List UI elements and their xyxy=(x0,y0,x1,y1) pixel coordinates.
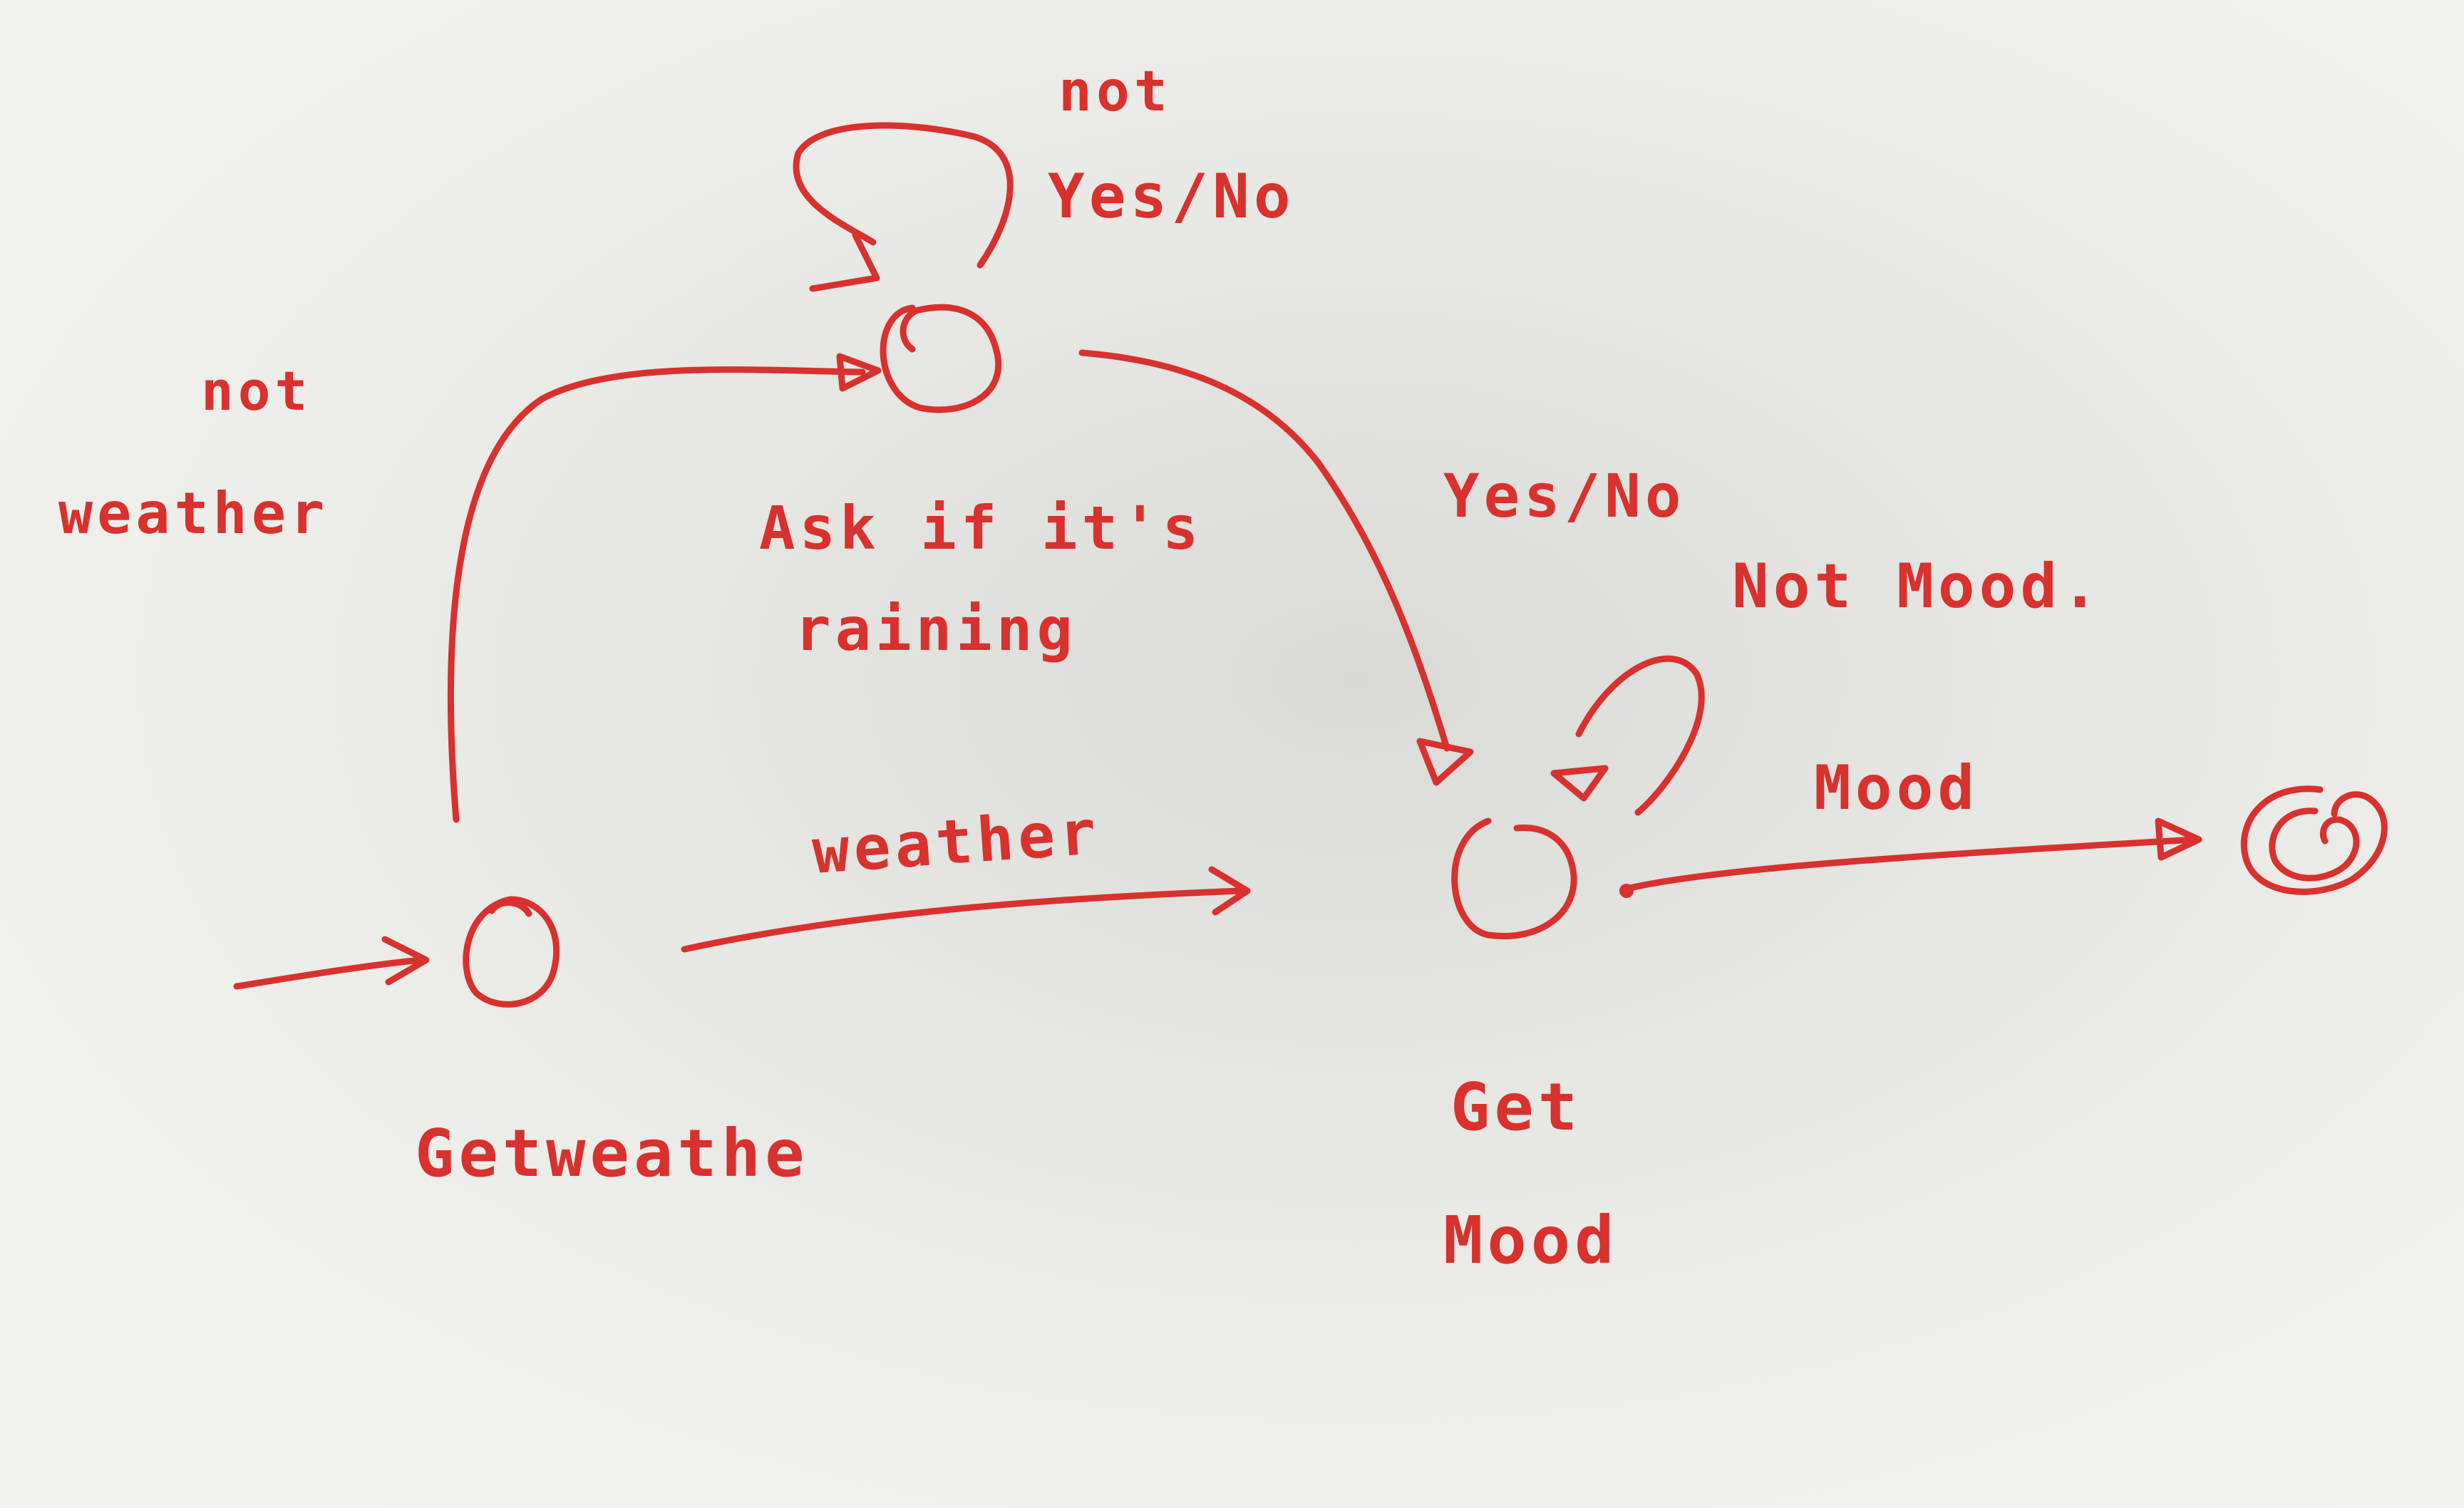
label-not-weather-line2: weather xyxy=(58,480,329,547)
label-not-yes-no-line2: Yes/No xyxy=(1048,161,1295,232)
label-ask-raining-line1: Ask if it's xyxy=(759,493,1202,563)
label-not-yes-no-line1: not xyxy=(1058,60,1172,124)
label-not-mood: Not Mood. xyxy=(1732,551,2103,622)
label-get-mood-line1: Get xyxy=(1450,1069,1582,1145)
yes-no-transition-arrow xyxy=(1078,349,1474,786)
mood-transition-arrow xyxy=(1619,817,2202,898)
weather-transition-arrow xyxy=(681,866,1251,953)
label-weather: weather xyxy=(810,797,1102,888)
state-final xyxy=(2240,785,2388,895)
label-mood: Mood xyxy=(1814,753,1979,824)
label-ask-raining-line2: raining xyxy=(795,594,1077,664)
label-get-weather: Getweathe xyxy=(415,1115,809,1192)
state-ask-raining xyxy=(880,304,1002,413)
state-get-weather xyxy=(463,896,560,1008)
start-arrow xyxy=(233,936,430,990)
not-yes-no-self-loop xyxy=(793,122,1014,292)
not-weather-transition-arrow xyxy=(447,353,882,823)
not-mood-self-loop xyxy=(1550,655,1705,816)
label-get-mood-line2: Mood xyxy=(1443,1202,1619,1279)
state-get-mood xyxy=(1451,817,1577,939)
label-yes-no: Yes/No xyxy=(1443,461,1685,531)
label-not-weather-line1: not xyxy=(201,359,311,423)
